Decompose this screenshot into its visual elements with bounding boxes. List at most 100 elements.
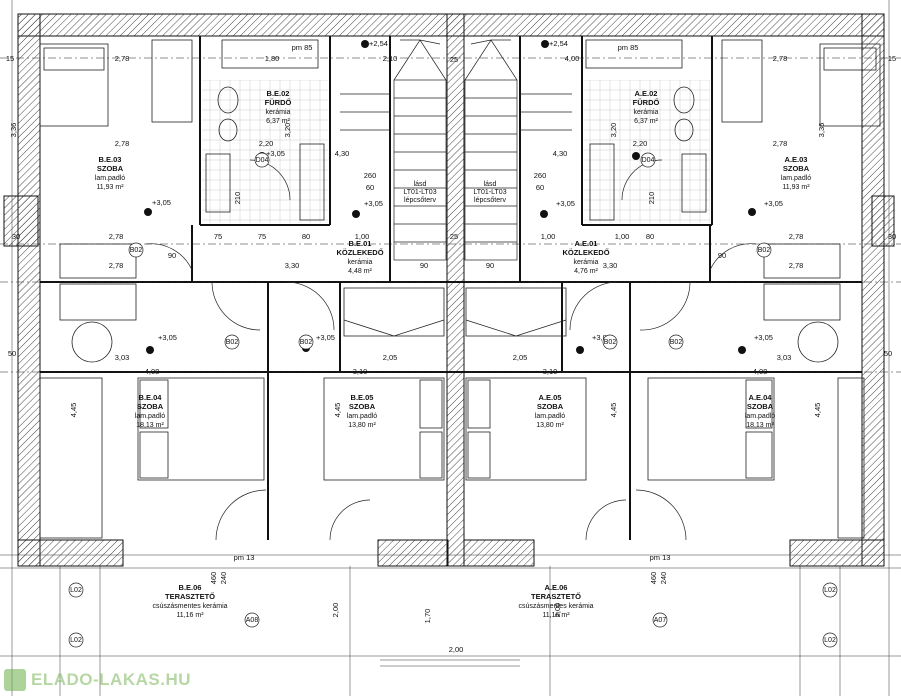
- dimension-label: 2,78: [773, 54, 788, 63]
- room-name: KÖZLEKEDŐ: [336, 248, 383, 257]
- dimension-label: 3,36: [817, 123, 826, 138]
- dimension-label: 460: [649, 572, 658, 585]
- dimension-label: 3,10: [543, 367, 558, 376]
- door-swings: [145, 159, 757, 541]
- dimension-label: 90: [486, 261, 494, 270]
- room-code: B.E.03: [99, 155, 122, 164]
- logo-icon: [4, 669, 26, 691]
- dimension-label: 2,78: [773, 139, 788, 148]
- room-code: B.E.04: [139, 393, 163, 402]
- tag-label: B02: [604, 339, 617, 346]
- tag-label: A08: [246, 617, 259, 624]
- tag-circle: [668, 334, 684, 350]
- walls: [3, 13, 895, 567]
- dimension-label: 4,45: [333, 403, 342, 418]
- room-code: B.E.02: [267, 89, 290, 98]
- room-code: A.E.01: [575, 239, 598, 248]
- room-area: 6,37 m²: [266, 118, 290, 125]
- level-label: +3,05: [556, 199, 575, 208]
- level-label: +2,54: [549, 39, 568, 48]
- dimension-label: 15: [888, 54, 896, 63]
- level-label: +3,05: [764, 199, 783, 208]
- tag-circle: [128, 242, 144, 258]
- room-code: A.E.06: [545, 583, 568, 592]
- level-label: +3,05: [158, 333, 177, 342]
- room-floor: csúszásmentes kerámia: [518, 603, 593, 610]
- room-area: 11,16 m²: [176, 612, 204, 619]
- room-code: B.E.05: [351, 393, 374, 402]
- dimension-label: 4,00: [565, 54, 580, 63]
- level-label: +3,05: [152, 198, 171, 207]
- level-labels: +2,54+2,54+3,05+3,05+3,05+3,05+3,05+3,05…: [152, 39, 783, 342]
- dimension-label: 90: [718, 251, 726, 260]
- dimension-label: 30: [12, 232, 20, 241]
- room-floor: lam.padló: [347, 413, 377, 420]
- dimension-label: 90: [168, 251, 176, 260]
- room-code: A.E.05: [539, 393, 562, 402]
- room-area: 11,93 m²: [782, 184, 810, 191]
- dimension-label: 30: [888, 232, 896, 241]
- room-name: KÖZLEKEDŐ: [562, 248, 609, 257]
- dimension-label: 2,00: [449, 645, 464, 654]
- level-label: +3,05: [754, 333, 773, 342]
- stair-note: lásd: [414, 181, 427, 188]
- dimension-label: 4,45: [609, 403, 618, 418]
- dimension-label: 3,30: [285, 261, 300, 270]
- dimension-label: pm 13: [650, 553, 671, 562]
- watermark-text: ELADO-LAKAS.HU: [31, 670, 191, 689]
- room-name: SZOBA: [783, 164, 810, 173]
- dimension-label: 4,30: [553, 149, 568, 158]
- room-code: A.E.04: [749, 393, 773, 402]
- dimension-label: 4,30: [335, 149, 350, 158]
- room-floor: kerámia: [574, 259, 599, 266]
- room-name: SZOBA: [349, 402, 376, 411]
- room-area: 13,80 m²: [536, 422, 564, 429]
- room-area: 6,37 m²: [634, 118, 658, 125]
- level-label: +3,05: [266, 149, 285, 158]
- room-area: 11,93 m²: [96, 184, 124, 191]
- tag-circle: [298, 334, 314, 350]
- dimension-label: 240: [219, 572, 228, 585]
- dimension-label: 1,80: [265, 54, 280, 63]
- dimension-label: 50: [8, 349, 16, 358]
- dimension-label: 210: [647, 192, 656, 205]
- tag-label: B02: [130, 247, 143, 254]
- dimension-label: 2,00: [553, 603, 562, 618]
- dimension-label: 260: [364, 171, 377, 180]
- dimension-labels: 2,782,782,782,782,782,782,782,781,802,20…: [6, 43, 896, 654]
- dimension-label: 80: [302, 232, 310, 241]
- stair-note: LT01-LT03: [403, 189, 436, 196]
- dimension-label: 1,70: [423, 609, 432, 624]
- tag-label: B02: [300, 339, 313, 346]
- dimension-label: 260: [534, 171, 547, 180]
- room-name: SZOBA: [747, 402, 774, 411]
- room-floor: csúszásmentes kerámia: [152, 603, 227, 610]
- room-floor: lam.padló: [781, 175, 811, 182]
- stair-labels: lásdLT01-LT03lépcsőtervlásdLT01-LT03lépc…: [403, 181, 506, 204]
- level-label: +3,05: [592, 333, 611, 342]
- room-floor: kerámia: [266, 109, 291, 116]
- dimension-label: 4,08: [145, 367, 160, 376]
- room-area: 18,13 m²: [136, 422, 164, 429]
- tag-label: D04: [256, 157, 269, 164]
- dimension-label: 460: [209, 572, 218, 585]
- dimension-label: 4,08: [753, 367, 768, 376]
- stair-note: lásd: [484, 181, 497, 188]
- dimension-label: 2,05: [383, 353, 398, 362]
- tag-circle: [602, 334, 618, 350]
- dimension-label: 2,00: [331, 603, 340, 618]
- dimension-label: pm 13: [234, 553, 255, 562]
- dimension-label: 210: [233, 192, 242, 205]
- level-label: +3,05: [364, 199, 383, 208]
- room-floor: lam.padló: [135, 413, 165, 420]
- room-area: 18,13 m²: [746, 422, 774, 429]
- dimension-label: 2,20: [633, 139, 648, 148]
- stair-note: LT01-LT03: [473, 189, 506, 196]
- room-area: 13,80 m²: [348, 422, 376, 429]
- room-floor: lam.padló: [745, 413, 775, 420]
- dimension-label: 2,10: [383, 54, 398, 63]
- tag-label: A07: [654, 617, 667, 624]
- dimension-label: 2,20: [259, 139, 274, 148]
